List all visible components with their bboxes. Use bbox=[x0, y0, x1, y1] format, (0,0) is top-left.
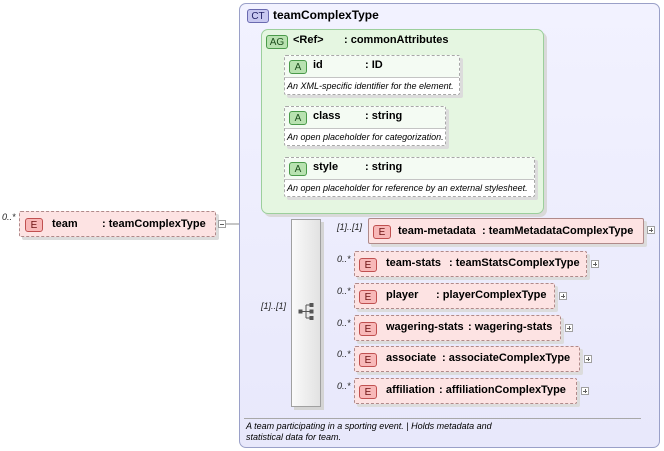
complex-type-name: teamComplexType bbox=[273, 8, 379, 22]
attribute-badge: A bbox=[289, 60, 307, 74]
child-element-player[interactable]: E player : playerComplexType bbox=[354, 283, 555, 309]
child-multiplicity: 0..* bbox=[337, 318, 351, 328]
expand-toggle[interactable] bbox=[591, 260, 599, 268]
child-multiplicity: 0..* bbox=[337, 254, 351, 264]
attribute-type: : string bbox=[365, 161, 403, 173]
attribute-doc: An open placeholder for reference by an … bbox=[287, 183, 528, 193]
child-element-name: player bbox=[386, 289, 419, 301]
child-element-team-metadata[interactable]: E team-metadata : teamMetadataComplexTyp… bbox=[368, 218, 644, 244]
child-element-type: : teamStatsComplexType bbox=[449, 257, 580, 269]
attribute-group-name: : commonAttributes bbox=[344, 34, 449, 46]
child-element-name: team-metadata bbox=[398, 225, 476, 237]
element-badge: E bbox=[25, 218, 43, 232]
child-multiplicity: 0..* bbox=[337, 286, 351, 296]
collapse-toggle[interactable] bbox=[218, 220, 226, 228]
child-element-name: associate bbox=[386, 352, 437, 364]
root-element-team[interactable]: E team : teamComplexType bbox=[19, 211, 216, 237]
sequence-icon bbox=[298, 303, 314, 320]
element-badge: E bbox=[359, 290, 377, 304]
expand-toggle[interactable] bbox=[565, 324, 573, 332]
child-element-type: : teamMetadataComplexType bbox=[482, 225, 634, 237]
attribute-group-badge: AG bbox=[266, 35, 288, 49]
expand-toggle[interactable] bbox=[581, 387, 589, 395]
child-element-associate[interactable]: E associate : associateComplexType bbox=[354, 346, 580, 372]
element-badge: E bbox=[359, 258, 377, 272]
child-element-type: : playerComplexType bbox=[436, 289, 547, 301]
child-element-wagering-stats[interactable]: E wagering-stats : wagering-stats bbox=[354, 315, 561, 341]
expand-toggle[interactable] bbox=[559, 292, 567, 300]
element-badge: E bbox=[359, 322, 377, 336]
attribute-badge: A bbox=[289, 111, 307, 125]
attribute-name: class bbox=[313, 110, 341, 122]
attribute-id[interactable]: A id : ID An XML-specific identifier for… bbox=[284, 55, 460, 95]
description-divider bbox=[244, 418, 641, 419]
attribute-type: : ID bbox=[365, 59, 383, 71]
attribute-name: style bbox=[313, 161, 339, 173]
sequence-compositor[interactable] bbox=[291, 219, 321, 407]
child-element-type: : associateComplexType bbox=[442, 352, 571, 364]
element-badge: E bbox=[359, 385, 377, 399]
complex-type-description: A team participating in a sporting event… bbox=[246, 421, 492, 442]
child-element-name: team-stats bbox=[386, 257, 442, 269]
attribute-header bbox=[285, 107, 445, 129]
attribute-header bbox=[285, 56, 459, 78]
child-element-type: : wagering-stats bbox=[468, 321, 553, 333]
expand-toggle[interactable] bbox=[584, 355, 592, 363]
child-element-name: affiliation bbox=[386, 384, 435, 396]
root-element-type: : teamComplexType bbox=[102, 218, 206, 230]
attribute-doc: An open placeholder for categorization. bbox=[287, 132, 444, 142]
complex-type-badge: CT bbox=[247, 9, 269, 23]
child-multiplicity: [1]..[1] bbox=[337, 222, 363, 232]
expand-toggle[interactable] bbox=[647, 226, 655, 234]
attribute-group-ref: <Ref> bbox=[293, 34, 324, 46]
child-multiplicity: 0..* bbox=[337, 349, 351, 359]
root-element-name: team bbox=[52, 218, 78, 230]
root-multiplicity: 0..* bbox=[2, 212, 16, 222]
attribute-class[interactable]: A class : string An open placeholder for… bbox=[284, 106, 446, 146]
element-badge: E bbox=[359, 353, 377, 367]
attribute-doc: An XML-specific identifier for the eleme… bbox=[287, 81, 454, 91]
attribute-badge: A bbox=[289, 162, 307, 176]
attribute-name: id bbox=[313, 59, 323, 71]
attribute-style[interactable]: A style : string An open placeholder for… bbox=[284, 157, 535, 197]
child-element-team-stats[interactable]: E team-stats : teamStatsComplexType bbox=[354, 251, 587, 277]
child-element-affiliation[interactable]: E affiliation : affiliationComplexType bbox=[354, 378, 577, 404]
child-multiplicity: 0..* bbox=[337, 381, 351, 391]
attribute-header bbox=[285, 158, 534, 180]
child-element-name: wagering-stats bbox=[386, 321, 464, 333]
attribute-type: : string bbox=[365, 110, 403, 122]
sequence-multiplicity: [1]..[1] bbox=[261, 301, 287, 311]
child-element-type: : affiliationComplexType bbox=[439, 384, 566, 396]
element-badge: E bbox=[373, 225, 391, 239]
